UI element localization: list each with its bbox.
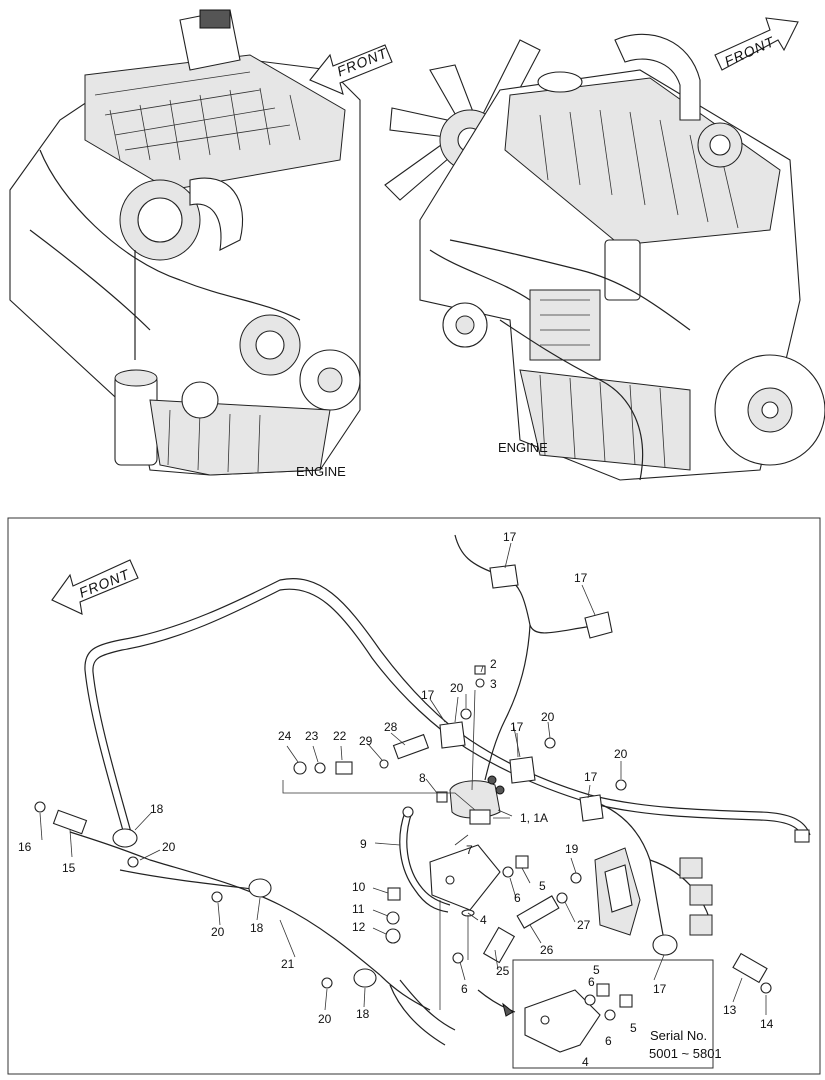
callout-18-c: 18 xyxy=(356,1007,370,1021)
callout-6-inset-b: 6 xyxy=(605,1034,612,1048)
callout-20-d: 20 xyxy=(162,840,176,854)
callout-17-f: 17 xyxy=(653,982,667,996)
relay-part xyxy=(449,775,513,825)
callout-6: 6 xyxy=(514,891,521,905)
serial-range: 5001 ~ 5801 xyxy=(649,1046,722,1061)
callout-19: 19 xyxy=(565,842,579,856)
callout-13: 13 xyxy=(723,1003,737,1017)
callout-4: 4 xyxy=(480,913,487,927)
callout-2: 2 xyxy=(490,657,497,671)
callout-26: 26 xyxy=(540,943,554,957)
callout-25: 25 xyxy=(496,964,510,978)
leader-lines xyxy=(39,542,767,1015)
svg-text:FRONT: FRONT xyxy=(722,33,778,69)
callout-20-b: 20 xyxy=(541,710,555,724)
engine-caption-left: ENGINE xyxy=(296,464,346,479)
callout-17-e: 17 xyxy=(584,770,598,784)
callout-16: 16 xyxy=(18,840,32,854)
callout-21: 21 xyxy=(281,957,295,971)
connector-block xyxy=(594,829,810,936)
callout-7: 7 xyxy=(466,843,473,857)
callout-23: 23 xyxy=(305,729,319,743)
callout-15: 15 xyxy=(62,861,76,875)
callout-12: 12 xyxy=(352,920,366,934)
engine-view-right: FRONT ENGINE xyxy=(384,17,825,481)
callout-28: 28 xyxy=(384,720,398,734)
callout-3: 3 xyxy=(490,677,497,691)
callout-27: 27 xyxy=(577,918,591,932)
callout-18-a: 18 xyxy=(150,802,164,816)
hardware-parts xyxy=(34,665,772,994)
wiring-harness xyxy=(69,534,811,1046)
callout-29: 29 xyxy=(359,734,373,748)
callout-20-f: 20 xyxy=(318,1012,332,1026)
callout-8: 8 xyxy=(419,771,426,785)
engine-view-left: FRONT ENGINE xyxy=(9,9,393,479)
callout-4-inset: 4 xyxy=(582,1055,589,1069)
callout-5-inset-b: 5 xyxy=(630,1021,637,1035)
serial-label: Serial No. xyxy=(650,1028,707,1043)
callout-9: 9 xyxy=(360,837,367,851)
serial-inset: Serial No. 5001 ~ 5801 xyxy=(477,959,722,1069)
ground-cable xyxy=(399,811,449,913)
callout-18-b: 18 xyxy=(250,921,264,935)
front-arrow-detail: FRONT xyxy=(51,559,139,615)
callout-5: 5 xyxy=(539,879,546,893)
callout-6-inset-a: 6 xyxy=(588,975,595,989)
harness-clips xyxy=(112,564,678,988)
callout-17-c: 17 xyxy=(421,688,435,702)
callout-14: 14 xyxy=(760,1017,774,1031)
svg-text:FRONT: FRONT xyxy=(77,566,133,601)
callout-20-a: 20 xyxy=(450,681,464,695)
callout-17-a: 17 xyxy=(503,530,517,544)
bracket-part xyxy=(429,844,501,1010)
detail-frame xyxy=(7,517,821,1075)
callout-22: 22 xyxy=(333,729,347,743)
callout-1-1a: 1, 1A xyxy=(520,811,548,825)
callout-labels: 1, 1A 2 3 4 4 5 5 5 6 6 6 6 7 8 9 10 11 … xyxy=(18,530,774,1069)
callout-6-b: 6 xyxy=(461,982,468,996)
callout-17-d: 17 xyxy=(510,720,524,734)
engine-caption-right: ENGINE xyxy=(498,440,548,455)
front-arrow-right: FRONT xyxy=(714,17,799,71)
callout-10: 10 xyxy=(352,880,366,894)
callout-17-b: 17 xyxy=(574,571,588,585)
callout-24: 24 xyxy=(278,729,292,743)
callout-20-e: 20 xyxy=(211,925,225,939)
callout-20-c: 20 xyxy=(614,747,628,761)
callout-11: 11 xyxy=(352,902,365,916)
callout-5-inset-a: 5 xyxy=(593,963,600,977)
